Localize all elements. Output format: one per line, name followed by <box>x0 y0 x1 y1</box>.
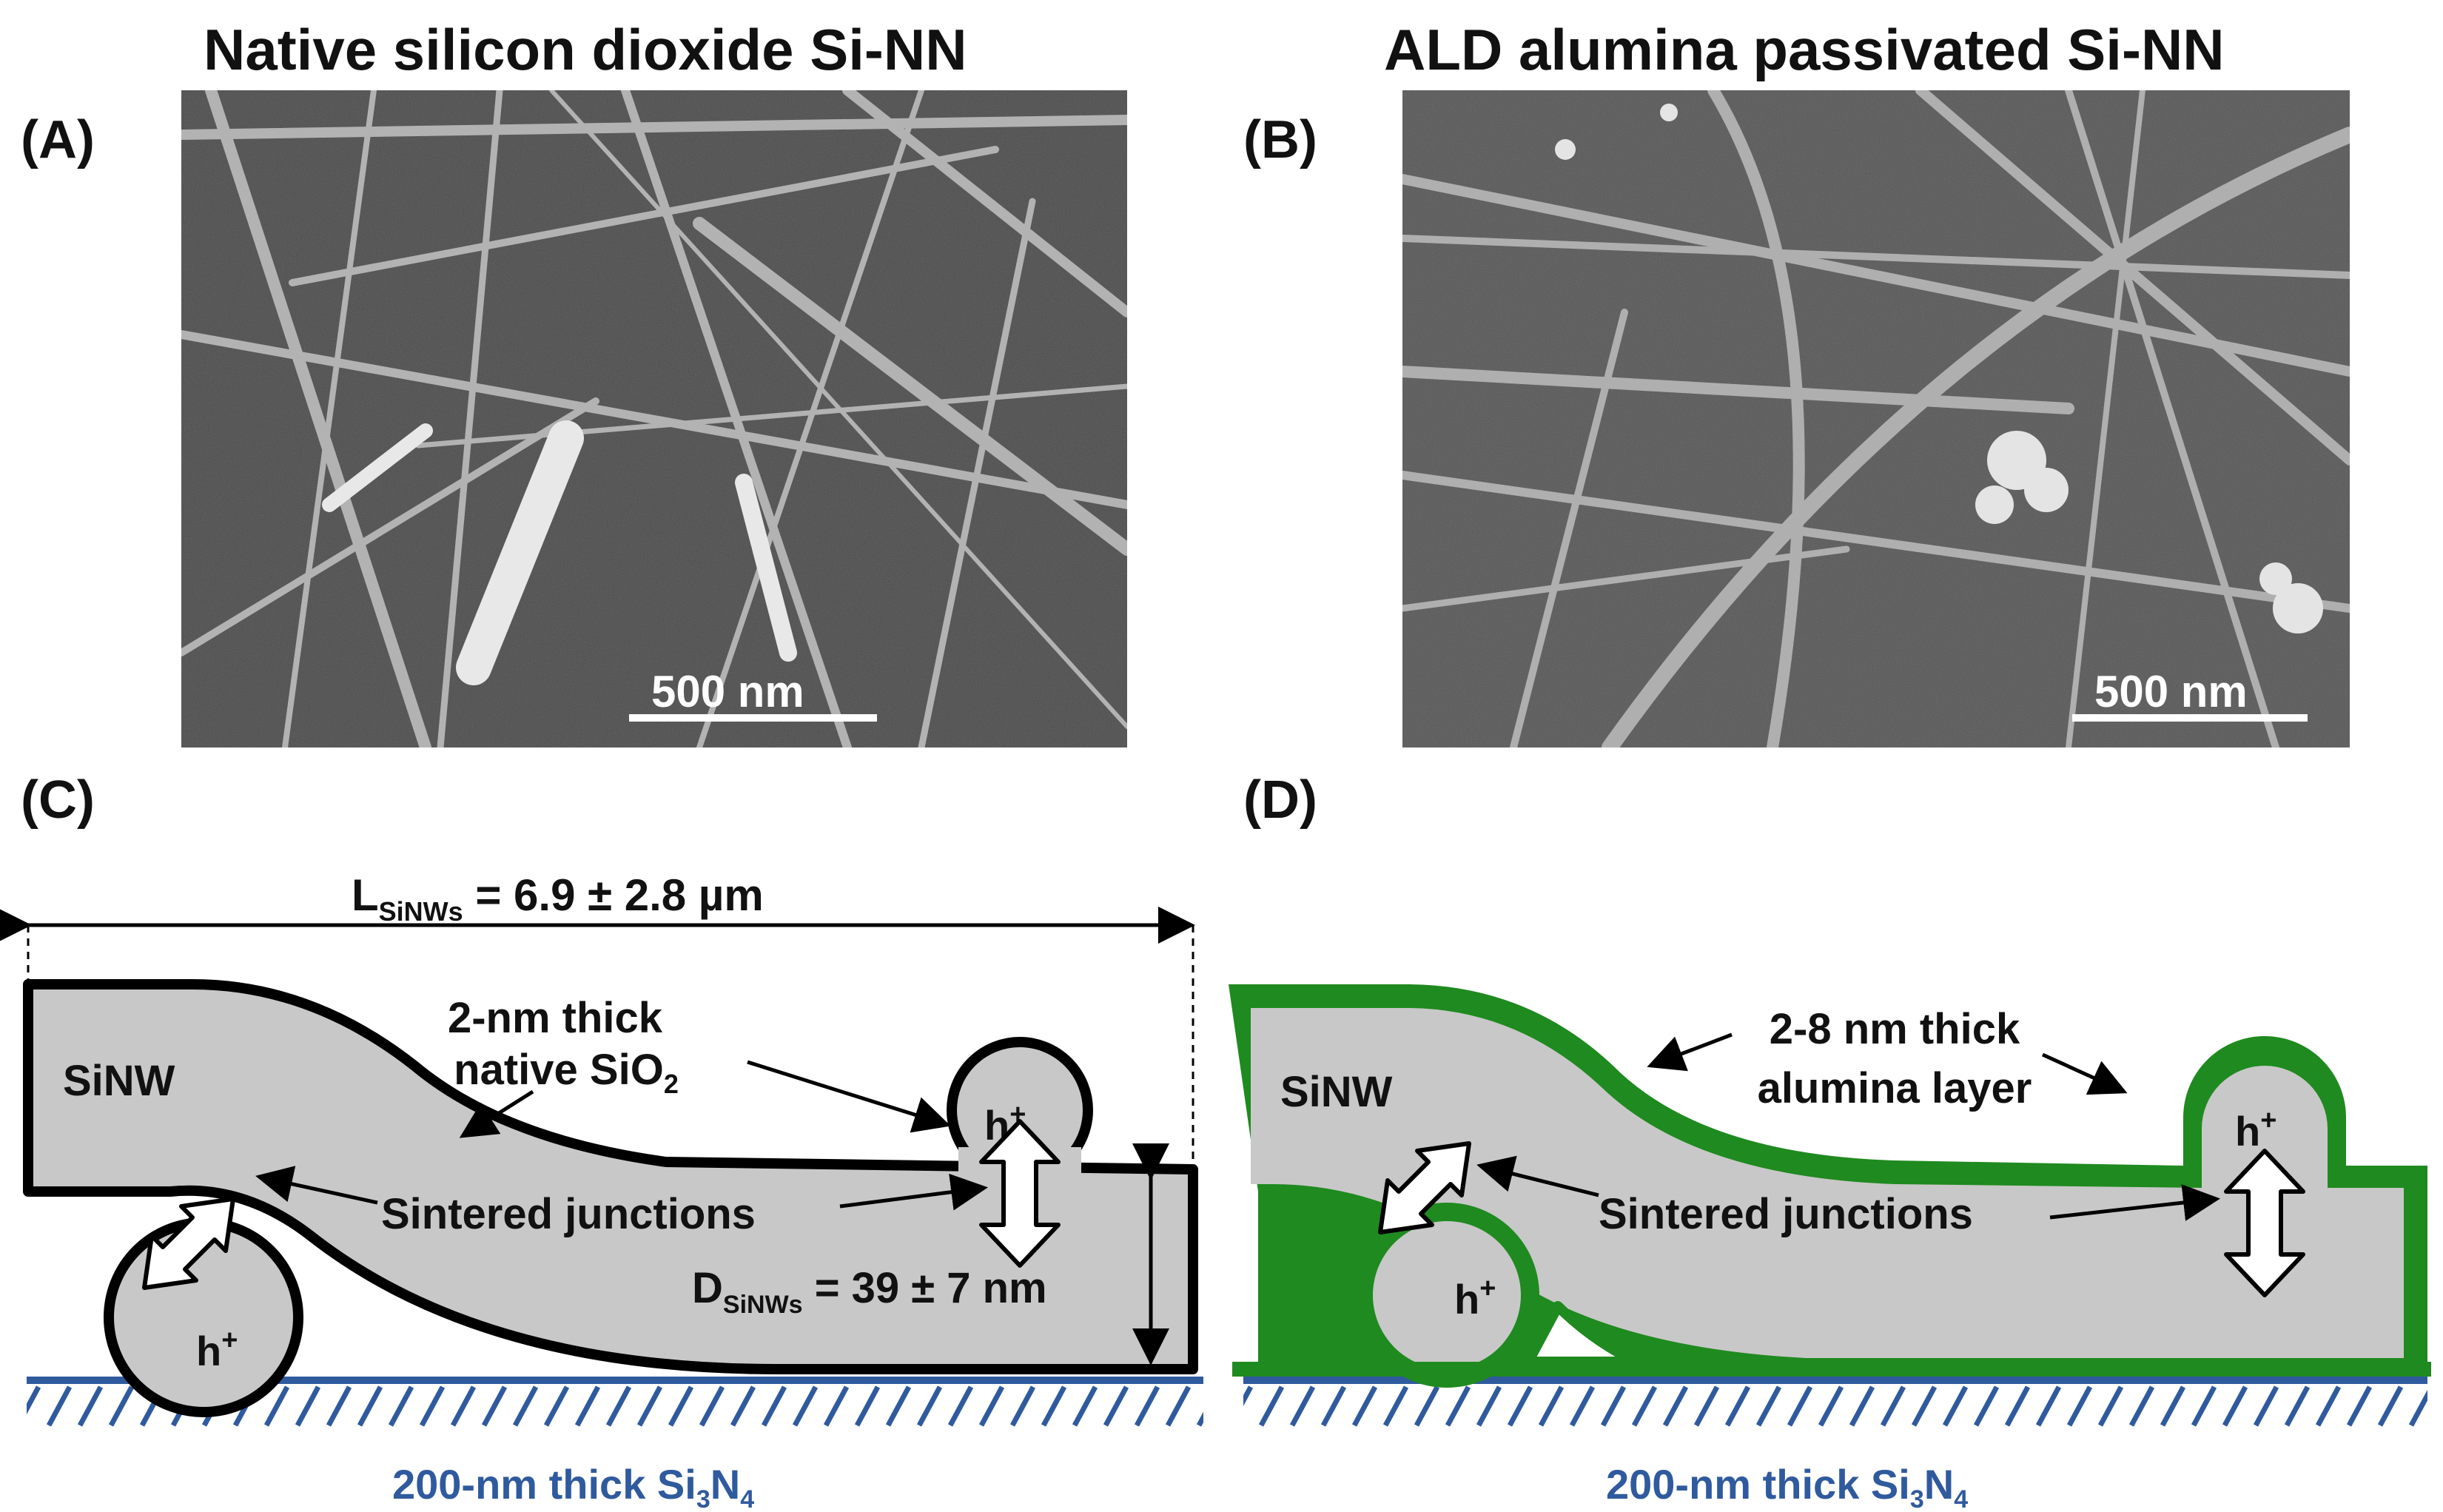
sinw-label-d: SiNW <box>1280 1068 1393 1116</box>
diameter-label: DSiNWs = 39 ± 7 nm <box>692 1264 1047 1319</box>
nanowire-body-c <box>23 979 1198 1374</box>
scale-bar-b <box>2072 714 2308 722</box>
carrier-label-c-left: h+ <box>196 1325 238 1374</box>
junctions-label-c: Sintered junctions <box>381 1190 756 1238</box>
junction-arrow-c-left <box>142 1197 235 1290</box>
sem-image-a <box>181 90 1127 747</box>
panel-d-label: (D) <box>1243 770 1317 830</box>
scale-bar-b-label: 500 nm <box>2094 667 2248 716</box>
alumina-label-line2: alumina layer <box>1758 1064 2032 1112</box>
scale-bar-a <box>629 714 877 722</box>
panel-a-label: (A) <box>21 110 95 169</box>
nanowire-cross-section-d-left <box>1373 1221 1521 1369</box>
void-gap <box>1523 1301 1641 1367</box>
schematic-diagrams: LSiNWs = 6.9 ± 2.8 µm 200-nm thick Si3N4… <box>0 870 2431 1512</box>
junction-arrow-d-right <box>2224 1149 2305 1297</box>
alumina-label-line1: 2-8 nm thick <box>1770 1005 2020 1053</box>
oxide-label-line1: 2-nm thick <box>448 994 663 1042</box>
sinw-label-c: SiNW <box>63 1057 175 1105</box>
length-label: LSiNWs = 6.9 ± 2.8 µm <box>352 870 764 927</box>
oxide-label-line2: native SiO2 <box>454 1046 679 1099</box>
carrier-label-d-left: h+ <box>1454 1273 1496 1323</box>
scale-bar-a-label: 500 nm <box>651 667 804 716</box>
substrate-label-c: 200-nm thick Si3N4 <box>392 1461 754 1512</box>
substrate-surface-d <box>1243 1377 2427 1384</box>
panel-c-label: (C) <box>21 770 95 830</box>
junction-arrow-c-right <box>979 1119 1061 1268</box>
sem-image-b <box>1402 90 2350 747</box>
substrate-label-d: 200-nm thick Si3N4 <box>1606 1461 1968 1512</box>
junction-arrow-d-left <box>1378 1141 1471 1234</box>
panel-d-diagram: 200-nm thick Si3N4 SiNW 2-8 nm thick alu… <box>1229 984 2431 1512</box>
carrier-label-d-right: h+ <box>2235 1105 2276 1155</box>
panel-a-title: Native silicon dioxide Si-NN <box>204 17 967 82</box>
substrate-hatch-d <box>1243 1384 2427 1428</box>
substrate-surface-c <box>27 1377 1203 1384</box>
nanowire-body-d <box>1251 1008 2404 1358</box>
panel-b-label: (B) <box>1243 110 1317 169</box>
panel-c-diagram: LSiNWs = 6.9 ± 2.8 µm 200-nm thick Si3N4… <box>0 870 1203 1512</box>
panel-b-title: ALD alumina passivated Si-NN <box>1384 17 2225 82</box>
junctions-label-d: Sintered junctions <box>1599 1190 1973 1238</box>
